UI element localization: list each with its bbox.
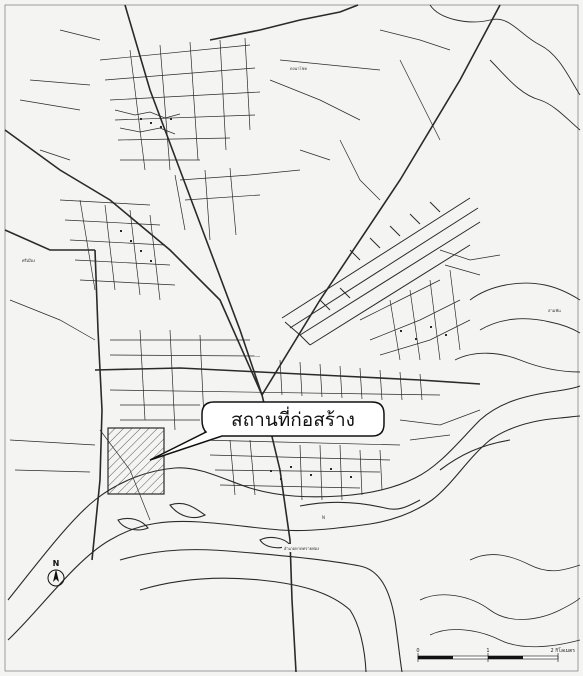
northeast-stream [429, 4, 581, 373]
scale-label-end: 2 กิโลเมตร [551, 647, 576, 654]
label-east-area: สามพัน [548, 308, 561, 313]
north-letter: N [53, 559, 60, 568]
urban-texture [120, 118, 447, 480]
airport [281, 197, 481, 346]
label-river-n: N [322, 515, 325, 520]
scale-label-zero: 0 [416, 648, 419, 654]
construction-site-area [107, 427, 165, 495]
street-grid-north [59, 29, 451, 301]
scale-bar: 0 1 2 กิโลเมตร [416, 647, 575, 662]
label-north-area: ดงนาโชค [290, 66, 307, 71]
label-west-area: ศรีเมือง [22, 258, 35, 263]
callout-bubble [149, 401, 385, 461]
street-grid-central [109, 249, 501, 501]
street-grid-west [9, 29, 151, 521]
callout-label: สถานที่ก่อสร้าง [231, 406, 355, 431]
area-labels: อำเภอหาดทรายฟอง ศรีเมือง สามพัน ดงนาโชค … [22, 66, 561, 552]
scale-label-mid: 1 [486, 648, 489, 654]
map-frame [4, 4, 579, 672]
north-arrow: N [47, 559, 65, 587]
southeast-terrain [419, 554, 581, 648]
label-south-area: อำเภอหาดทรายฟอง [284, 546, 319, 551]
site-callout: สถานที่ก่อสร้าง [149, 401, 385, 461]
north-arrow-icon [53, 569, 59, 582]
